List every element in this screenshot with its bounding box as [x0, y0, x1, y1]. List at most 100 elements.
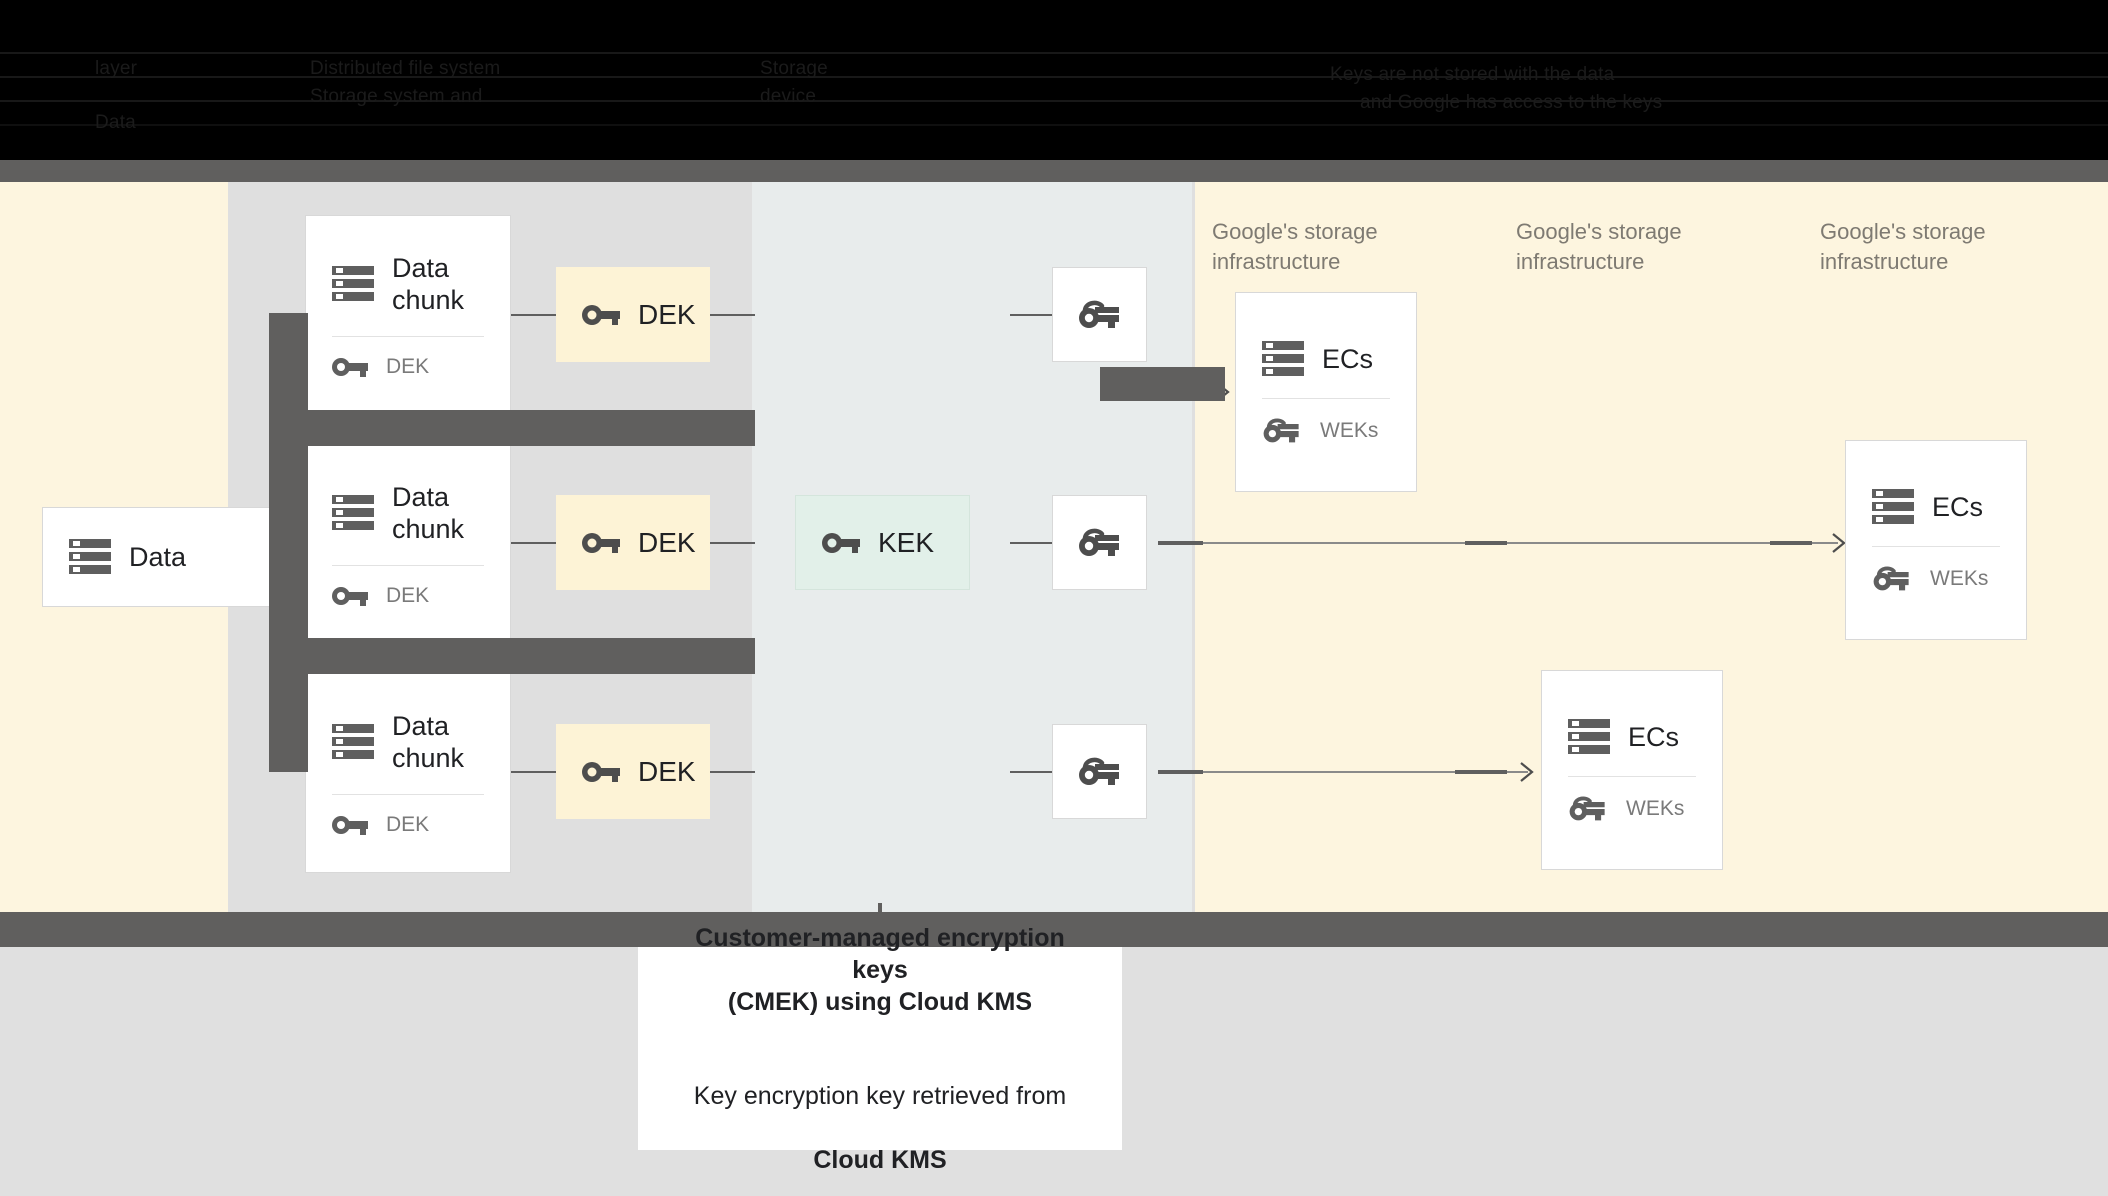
- region-label-storage-2: Google's storage infrastructure: [1516, 219, 1682, 274]
- key-icon: [332, 815, 368, 835]
- card-divider: [332, 564, 484, 566]
- redaction-bar-horizontal-1: [269, 410, 755, 446]
- wrapped-key-tile-1[interactable]: [1052, 267, 1147, 362]
- header-bottom-rule: [0, 160, 2108, 182]
- data-chunk-card-1[interactable]: Data chunk DEK: [305, 215, 511, 415]
- dek-chip-2[interactable]: DEK: [556, 495, 710, 590]
- data-chunk-label: Data chunk: [392, 252, 465, 315]
- key-icon: [332, 357, 368, 377]
- ecs-card-3[interactable]: ECs WEKs: [1541, 670, 1723, 870]
- card-divider: [1568, 775, 1696, 777]
- arrow-shaft-seg-c: [1770, 541, 1812, 545]
- redaction-bar-vertical: [269, 313, 308, 772]
- data-chunk-label: Data chunk: [392, 710, 465, 773]
- card-divider: [1262, 397, 1390, 399]
- server-stack-icon: [1262, 340, 1304, 376]
- connector-to-wrapkey-1: [1010, 314, 1052, 316]
- connector-to-wrapkey-3: [1010, 771, 1052, 773]
- arrow-shaft3-seg-a: [1158, 770, 1203, 774]
- header-column-4-text: Keys are not stored with the data: [1330, 64, 1615, 85]
- card-divider: [1872, 545, 2000, 547]
- arrow-shaft3-seg-b: [1455, 770, 1507, 774]
- ecs-card-2[interactable]: ECs WEKs: [1845, 440, 2027, 640]
- arrow-shaft-seg-a: [1158, 541, 1203, 545]
- wrapped-key-icon: [1263, 417, 1299, 442]
- ecs-card-key-label: WEKs: [1930, 566, 1989, 590]
- data-source-label: Data: [129, 542, 187, 572]
- arrow-head-ecs2: [1832, 533, 1846, 553]
- connector-chunk2-to-dek2: [511, 542, 556, 544]
- diagram-canvas: Google's storage infrastructure Google's…: [0, 182, 2108, 912]
- wrapped-key-icon: [1078, 300, 1119, 328]
- dek-chip-1[interactable]: DEK: [556, 267, 710, 362]
- redaction-bar-arrow-1: [1100, 367, 1225, 401]
- key-icon: [822, 532, 860, 553]
- key-icon: [332, 586, 368, 606]
- data-chunk-card-2[interactable]: Data chunk DEK: [305, 444, 511, 644]
- data-chunk-label: Data chunk: [392, 481, 465, 544]
- wrapped-key-tile-3[interactable]: [1052, 724, 1147, 819]
- data-chunk-key-label: DEK: [386, 354, 430, 378]
- header-column-1-text: layer: [95, 58, 138, 79]
- caption-body: Key encryption key retrieved from Cloud …: [694, 1048, 1066, 1176]
- arrow-wrapkey3-to-ecs3-shaft: [1158, 771, 1528, 773]
- ecs-card-1[interactable]: ECs WEKs: [1235, 292, 1417, 492]
- caption-body-prefix: Key encryption key retrieved from: [693, 1081, 1067, 1110]
- header-column-3-sub: device: [760, 86, 817, 107]
- dek-chip-label: DEK: [638, 298, 696, 330]
- data-source-card[interactable]: Data: [42, 507, 270, 607]
- ecs-card-label: ECs: [1932, 491, 1984, 522]
- server-stack-icon: [332, 265, 374, 301]
- card-divider: [332, 335, 484, 337]
- wrapped-key-icon: [1078, 757, 1119, 785]
- dek-chip-label: DEK: [638, 755, 696, 787]
- wrapped-key-tile-2[interactable]: [1052, 495, 1147, 590]
- header-column-2-sub: Storage system and: [310, 86, 483, 107]
- wrapped-key-icon: [1078, 528, 1119, 556]
- wrapped-key-icon: [1873, 565, 1909, 590]
- region-label-storage-3: Google's storage infrastructure: [1820, 219, 1986, 274]
- wrapped-key-icon: [1569, 795, 1605, 820]
- server-stack-icon: [332, 494, 374, 530]
- server-stack-icon: [69, 539, 111, 574]
- arrow-shaft-seg-b: [1465, 541, 1507, 545]
- connector-chunk3-to-dek3: [511, 771, 556, 773]
- data-chunk-key-label: DEK: [386, 583, 430, 607]
- server-stack-icon: [332, 723, 374, 759]
- kek-chip[interactable]: KEK: [795, 495, 970, 590]
- server-stack-icon: [1872, 488, 1914, 524]
- header-column-3-text: Storage: [760, 58, 828, 79]
- ecs-card-label: ECs: [1628, 721, 1680, 752]
- header-column-4-sub: and Google has access to the keys: [1360, 92, 1663, 113]
- ecs-card-key-label: WEKs: [1626, 796, 1685, 820]
- connector-dek2-to-band: [710, 542, 755, 544]
- caption-title: Customer-managed encryption keys (CMEK) …: [695, 923, 1065, 1016]
- key-icon: [582, 532, 620, 553]
- key-icon: [582, 304, 620, 325]
- connector-chunk1-to-dek1: [511, 314, 556, 316]
- arrow-head-ecs3: [1520, 762, 1534, 782]
- kek-chip-label: KEK: [878, 526, 935, 558]
- server-stack-icon: [1568, 718, 1610, 754]
- connector-kek-to-wrapkey-2: [1010, 542, 1052, 544]
- region-label-storage-1: Google's storage infrastructure: [1212, 219, 1378, 274]
- caption-box: Customer-managed encryption keys (CMEK) …: [638, 924, 1122, 1174]
- ecs-card-key-label: WEKs: [1320, 418, 1379, 442]
- key-icon: [582, 761, 620, 782]
- redaction-bar-bottom-stub: [878, 903, 882, 912]
- dek-chip-label: DEK: [638, 526, 696, 558]
- header-column-2-text: Distributed file system: [310, 58, 501, 79]
- caption-body-strong: Cloud KMS: [813, 1145, 947, 1174]
- obscured-header-banner: layer Data Distributed file system Stora…: [0, 0, 2108, 160]
- redaction-bar-horizontal-2: [269, 638, 755, 674]
- redaction-bar-bottom-full: [0, 912, 2108, 947]
- data-chunk-card-3[interactable]: Data chunk DEK: [305, 673, 511, 873]
- data-chunk-key-label: DEK: [386, 812, 430, 836]
- ecs-card-label: ECs: [1322, 343, 1374, 374]
- connector-dek1-to-band: [710, 314, 755, 316]
- dek-chip-3[interactable]: DEK: [556, 724, 710, 819]
- band-storage-gray-right: [1192, 182, 1195, 912]
- header-column-1-sub: Data: [95, 112, 136, 133]
- connector-dek3-to-band: [710, 771, 755, 773]
